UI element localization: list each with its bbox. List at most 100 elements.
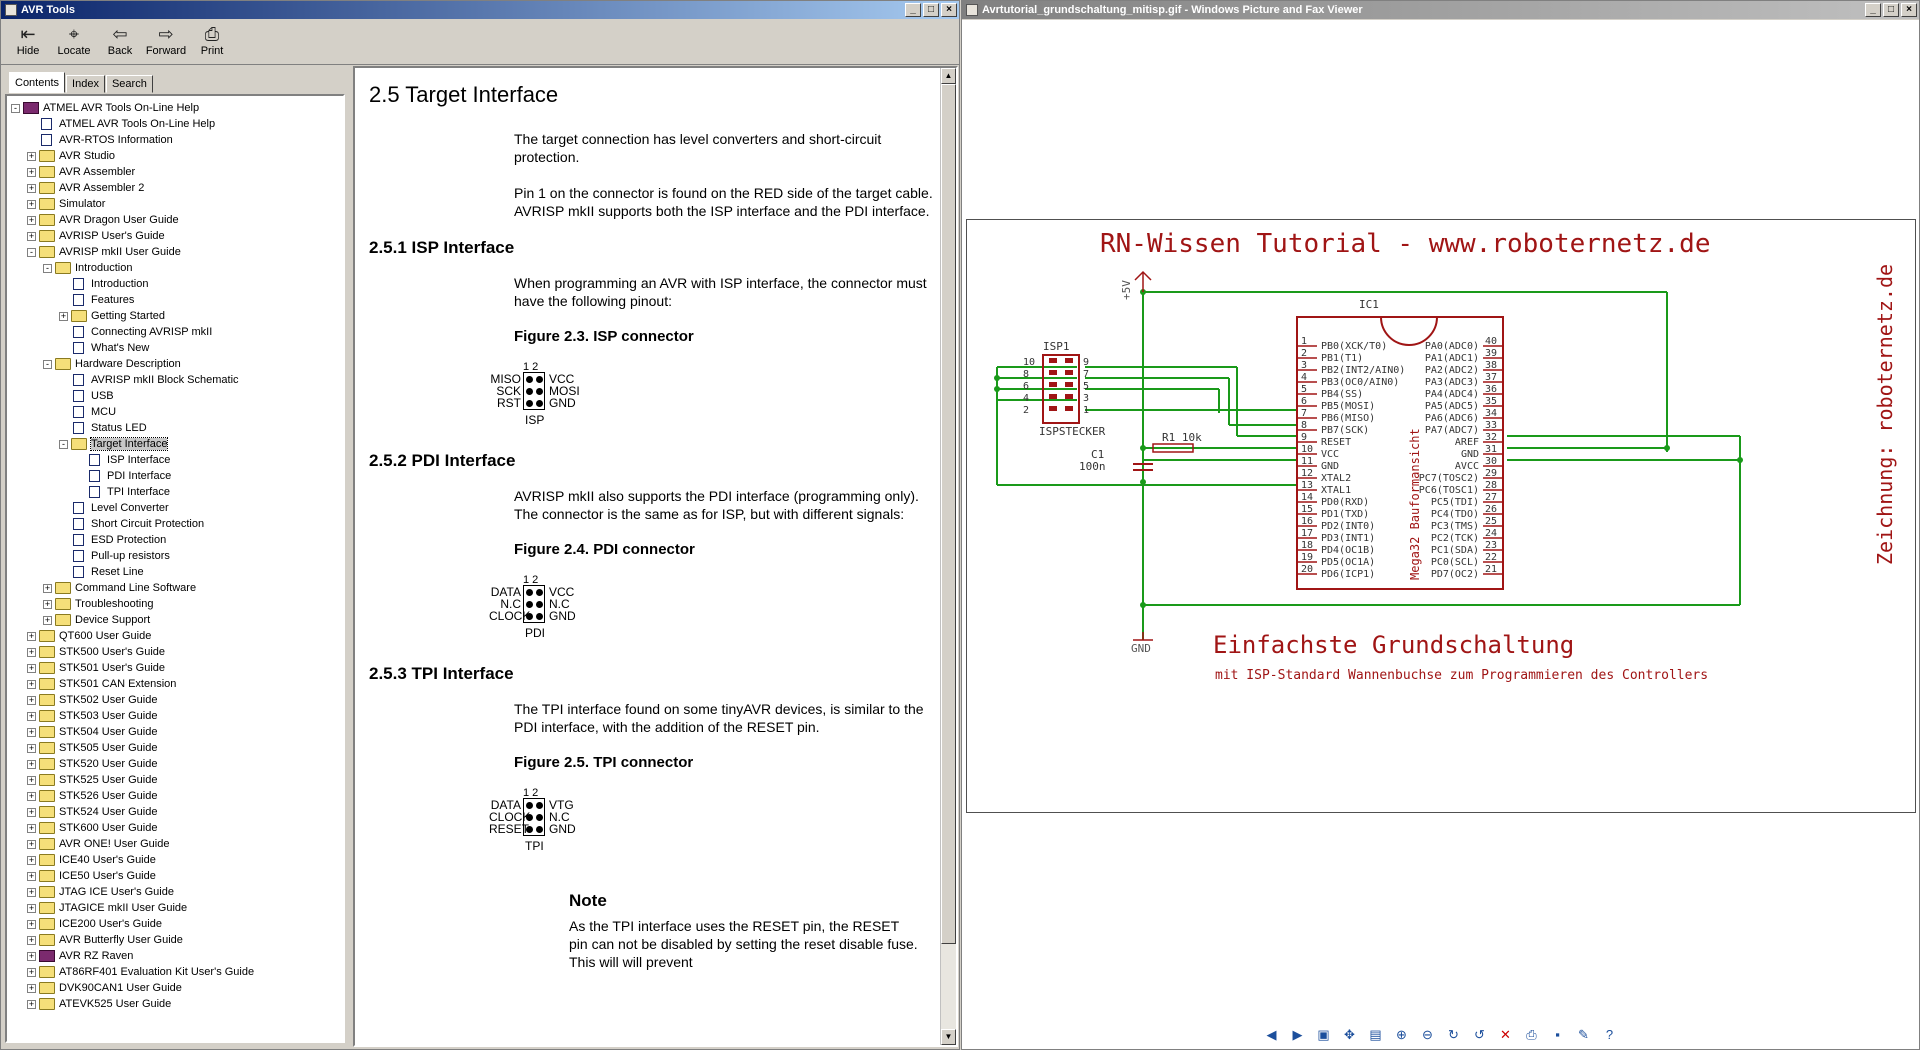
tree-item[interactable]: +STK526 User Guide <box>11 788 343 804</box>
collapse-icon[interactable]: - <box>11 103 20 113</box>
tree-item[interactable]: +STK524 User Guide <box>11 804 343 820</box>
scroll-up-icon[interactable]: ▲ <box>941 68 956 84</box>
expand-icon[interactable]: + <box>27 198 36 209</box>
expand-icon[interactable]: + <box>27 182 36 193</box>
help-content-pane[interactable]: 2.5 Target Interface The target connecti… <box>353 66 958 1047</box>
tree-item[interactable]: -Introduction <box>11 260 343 276</box>
tree-item[interactable]: +STK502 User Guide <box>11 692 343 708</box>
expand-icon[interactable]: + <box>27 790 36 801</box>
tree-item[interactable]: +AVR Assembler 2 <box>11 180 343 196</box>
tree-item[interactable]: AVRISP mkII Block Schematic <box>11 372 343 388</box>
tab-index[interactable]: Index <box>66 75 105 93</box>
tree-item[interactable]: +STK600 User Guide <box>11 820 343 836</box>
tree-item[interactable]: +AVR Studio <box>11 148 343 164</box>
content-scrollbar[interactable]: ▲ ▼ <box>940 68 956 1045</box>
expand-icon[interactable]: + <box>27 822 36 833</box>
back-button[interactable]: ⇦Back <box>99 23 141 60</box>
previous-image-icon[interactable]: ◀ <box>1266 1027 1277 1042</box>
expand-icon[interactable]: + <box>27 230 36 241</box>
tree-item[interactable]: +AVR Dragon User Guide <box>11 212 343 228</box>
tree-item[interactable]: ESD Protection <box>11 532 343 548</box>
scroll-down-icon[interactable]: ▼ <box>941 1029 956 1045</box>
expand-icon[interactable]: + <box>27 630 36 641</box>
locate-button[interactable]: ⌖Locate <box>53 23 95 60</box>
collapse-icon[interactable]: - <box>43 263 52 273</box>
viewer-close-button[interactable]: × <box>1901 3 1917 17</box>
tree-item[interactable]: +AVR Assembler <box>11 164 343 180</box>
save-icon[interactable]: ▪ <box>1555 1027 1560 1042</box>
expand-icon[interactable]: + <box>27 870 36 881</box>
tree-item[interactable]: -AVRISP mkII User Guide <box>11 244 343 260</box>
tree-item[interactable]: +ICE200 User's Guide <box>11 916 343 932</box>
collapse-icon[interactable]: - <box>43 359 52 369</box>
maximize-button[interactable]: □ <box>923 3 939 17</box>
expand-icon[interactable]: + <box>27 694 36 705</box>
tree-item[interactable]: +STK520 User Guide <box>11 756 343 772</box>
expand-icon[interactable]: + <box>27 854 36 865</box>
expand-icon[interactable]: + <box>27 934 36 945</box>
tree-item[interactable]: Reset Line <box>11 564 343 580</box>
tree-item[interactable]: Features <box>11 292 343 308</box>
tree-item[interactable]: +DVK90CAN1 User Guide <box>11 980 343 996</box>
tree-item[interactable]: +AVR Butterfly User Guide <box>11 932 343 948</box>
tab-contents[interactable]: Contents <box>9 72 66 93</box>
tree-item[interactable]: -ATMEL AVR Tools On-Line Help <box>11 100 343 116</box>
tree-item[interactable]: MCU <box>11 404 343 420</box>
expand-icon[interactable]: + <box>27 902 36 913</box>
expand-icon[interactable]: + <box>27 646 36 657</box>
zoom-out-icon[interactable]: ⊖ <box>1422 1027 1433 1042</box>
help-icon[interactable]: ? <box>1605 1027 1614 1042</box>
expand-icon[interactable]: + <box>27 838 36 849</box>
expand-icon[interactable]: + <box>43 614 52 625</box>
tree-item[interactable]: Short Circuit Protection <box>11 516 343 532</box>
tree-item[interactable]: +ICE40 User's Guide <box>11 852 343 868</box>
viewer-minimize-button[interactable]: _ <box>1865 3 1881 17</box>
next-image-icon[interactable]: ▶ <box>1292 1027 1303 1042</box>
tree-item[interactable]: Status LED <box>11 420 343 436</box>
tree-item[interactable]: +Simulator <box>11 196 343 212</box>
expand-icon[interactable]: + <box>27 918 36 929</box>
expand-icon[interactable]: + <box>27 950 36 961</box>
expand-icon[interactable]: + <box>27 966 36 977</box>
tree-item[interactable]: PDI Interface <box>11 468 343 484</box>
scroll-thumb[interactable] <box>941 84 956 944</box>
tree-item[interactable]: +AVRISP User's Guide <box>11 228 343 244</box>
expand-icon[interactable]: + <box>27 774 36 785</box>
expand-icon[interactable]: + <box>27 726 36 737</box>
tree-item[interactable]: TPI Interface <box>11 484 343 500</box>
hide-button[interactable]: ⇤Hide <box>7 23 49 60</box>
collapse-icon[interactable]: - <box>27 247 36 257</box>
expand-icon[interactable]: + <box>27 710 36 721</box>
tree-item[interactable]: Level Converter <box>11 500 343 516</box>
tree-item[interactable]: +JTAGICE mkII User Guide <box>11 900 343 916</box>
print-image-icon[interactable]: ⎙ <box>1526 1027 1537 1042</box>
expand-icon[interactable]: + <box>27 806 36 817</box>
expand-icon[interactable]: + <box>27 758 36 769</box>
expand-icon[interactable]: + <box>27 662 36 673</box>
tree-item[interactable]: +STK504 User Guide <box>11 724 343 740</box>
viewer-maximize-button[interactable]: □ <box>1883 3 1899 17</box>
tree-item[interactable]: +Command Line Software <box>11 580 343 596</box>
tree-item[interactable]: +ATEVK525 User Guide <box>11 996 343 1012</box>
forward-button[interactable]: ⇨Forward <box>145 23 187 60</box>
expand-icon[interactable]: + <box>43 598 52 609</box>
expand-icon[interactable]: + <box>59 310 68 321</box>
zoom-in-icon[interactable]: ⊕ <box>1396 1027 1407 1042</box>
edit-icon[interactable]: ✎ <box>1578 1027 1589 1042</box>
expand-icon[interactable]: + <box>27 678 36 689</box>
rotate-counterclockwise-icon[interactable]: ↺ <box>1474 1027 1485 1042</box>
tree-item[interactable]: +Device Support <box>11 612 343 628</box>
tree-item[interactable]: +AVR RZ Raven <box>11 948 343 964</box>
collapse-icon[interactable]: - <box>59 439 68 449</box>
expand-icon[interactable]: + <box>27 150 36 161</box>
tree-item[interactable]: +Getting Started <box>11 308 343 324</box>
viewer-titlebar[interactable]: Avrtutorial_grundschaltung_mitisp.gif - … <box>962 1 1919 19</box>
help-titlebar[interactable]: AVR Tools _ □ × <box>1 1 959 19</box>
tree-item[interactable]: ATMEL AVR Tools On-Line Help <box>11 116 343 132</box>
tree-item[interactable]: +ICE50 User's Guide <box>11 868 343 884</box>
tree-item[interactable]: USB <box>11 388 343 404</box>
tree-item[interactable]: ISP Interface <box>11 452 343 468</box>
expand-icon[interactable]: + <box>43 582 52 593</box>
tab-search[interactable]: Search <box>105 75 153 93</box>
